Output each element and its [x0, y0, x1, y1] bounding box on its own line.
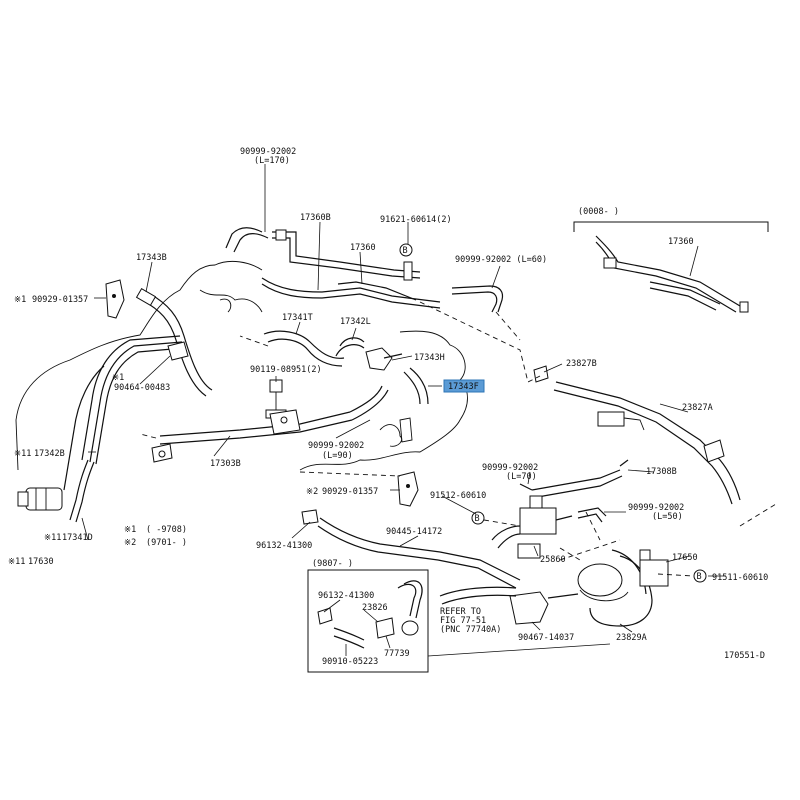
label-asterisk-11-top: ※11	[14, 449, 31, 459]
label-90910-05223[interactable]: 90910-05223	[322, 657, 378, 667]
label-25860[interactable]: 25860	[540, 555, 566, 565]
variant-box-0008	[573, 221, 769, 313]
fitting-17343H[interactable]	[365, 347, 403, 371]
label-91512-60610[interactable]: 91512-60610	[430, 491, 486, 501]
hose-90445-14172[interactable]	[301, 509, 521, 589]
hose-17308B[interactable]	[531, 459, 629, 499]
vsv-25860[interactable]	[491, 495, 573, 559]
hose-90999-92002-L90[interactable]	[349, 385, 389, 421]
label-77739[interactable]: 77739	[384, 649, 410, 659]
clamp-90464-00483[interactable]	[139, 341, 189, 385]
label-17303B[interactable]: 17303B	[210, 459, 241, 469]
pipe-17360B[interactable]	[272, 229, 421, 279]
svg-text:B: B	[403, 246, 408, 256]
label-9807: (9807- )	[312, 559, 353, 569]
label-0008: (0008- )	[578, 207, 619, 217]
label-90999-92002-L70[interactable]: 90999-92002	[482, 463, 538, 473]
label-refer-to: REFER TO	[440, 607, 481, 617]
hose-90999-92002-top[interactable]	[225, 164, 269, 253]
svg-text:B: B	[475, 514, 480, 524]
label-17341D[interactable]: 17341D	[62, 533, 93, 543]
bracket-23827A[interactable]	[597, 411, 645, 431]
connection-lines	[139, 301, 777, 577]
label-L50: (L=50)	[652, 512, 683, 522]
label-asterisk-11-17630: ※11	[8, 557, 25, 567]
label-91621-60614[interactable]: 91621-60614(2)	[380, 215, 452, 225]
label-17360[interactable]: 17360	[350, 243, 376, 253]
label-asterisk-1-mid: ※1	[112, 373, 124, 383]
clip-90929-01357-mid[interactable]	[397, 471, 419, 507]
label-L90: (L=90)	[322, 451, 353, 461]
hose-17342L[interactable]	[335, 337, 365, 357]
label-17342L[interactable]: 17342L	[340, 317, 371, 327]
label-90445-14172[interactable]: 90445-14172	[386, 527, 442, 537]
label-17343B[interactable]: 17343B	[136, 253, 167, 263]
label-91511-60610[interactable]: 91511-60610	[712, 573, 768, 583]
leader-lines	[81, 221, 726, 657]
label-90467-14037[interactable]: 90467-14037	[518, 633, 574, 643]
label-17341T[interactable]: 17341T	[282, 313, 313, 323]
part-labels: 90999-92002 (L=170) 17360B 91621-60614(2…	[8, 147, 768, 667]
hose-23827A[interactable]	[553, 381, 741, 505]
label-90464-00483[interactable]: 90464-00483	[114, 383, 170, 393]
label-23827B[interactable]: 23827B	[566, 359, 597, 369]
vsv-17650[interactable]	[639, 549, 669, 587]
label-refer-pnc: (PNC 77740A)	[440, 625, 501, 635]
label-90999-92002-L60[interactable]: 90999-92002 (L=60)	[455, 255, 547, 265]
hose-90999-92002-L60[interactable]	[451, 285, 504, 313]
label-L170: (L=170)	[254, 156, 290, 166]
note-asterisk-1: ※1	[124, 525, 136, 535]
diagram-code: 170551-D	[724, 651, 765, 661]
variant-box-9807	[307, 569, 429, 673]
clamp-23827B[interactable]	[533, 365, 549, 383]
hose-17343F[interactable]	[403, 367, 429, 405]
label-17342B[interactable]: 17342B	[34, 449, 65, 459]
hose-17341T[interactable]	[263, 330, 345, 367]
label-23829A[interactable]: 23829A	[616, 633, 647, 643]
label-90929-01357-mid[interactable]: 90929-01357	[322, 487, 378, 497]
label-96132-41300-b[interactable]: 96132-41300	[318, 591, 374, 601]
clamp-91511-60610[interactable]: B	[693, 569, 707, 583]
label-17343F[interactable]: 17343F	[448, 382, 479, 392]
note-range-1: ( -9708)	[146, 525, 187, 535]
hose-refer-77740A[interactable]	[439, 586, 517, 605]
label-17360B[interactable]: 17360B	[300, 213, 331, 223]
pipe-17341D[interactable]	[63, 365, 105, 523]
label-L70: (L=70)	[506, 472, 537, 482]
label-17360-box[interactable]: 17360	[668, 237, 694, 247]
pipe-17360[interactable]	[261, 261, 441, 309]
label-asterisk-11-bottom: ※11	[44, 533, 61, 543]
hose-90999-92002-L70[interactable]	[519, 483, 533, 491]
label-90929-01357-top[interactable]: 90929-01357	[32, 295, 88, 305]
hose-17343B[interactable]	[135, 287, 213, 397]
engine-outline	[15, 260, 468, 471]
svg-text:B: B	[697, 572, 702, 582]
label-17650[interactable]: 17650	[672, 553, 698, 563]
note-range-2: (9701- )	[146, 538, 187, 548]
label-refer-fig[interactable]: FIG 77-51	[440, 616, 486, 626]
part-17630[interactable]	[17, 487, 63, 511]
label-90119-08951[interactable]: 90119-08951(2)	[250, 365, 322, 375]
label-23827A[interactable]: 23827A	[682, 403, 713, 413]
label-17343H[interactable]: 17343H	[414, 353, 445, 363]
note-asterisk-2: ※2	[124, 538, 136, 548]
label-17630[interactable]: 17630	[28, 557, 54, 567]
label-17308B[interactable]: 17308B	[646, 467, 677, 477]
highlight-17343F	[443, 379, 485, 393]
label-90999-92002-L90[interactable]: 90999-92002	[308, 441, 364, 451]
clamp-91512-60610[interactable]: B	[471, 511, 485, 525]
label-90999-92002-L50[interactable]: 90999-92002	[628, 503, 684, 513]
label-asterisk-1-top: ※1	[14, 295, 26, 305]
label-23826[interactable]: 23826	[362, 603, 388, 613]
pipe-17342B[interactable]	[81, 335, 185, 465]
label-asterisk-2-mid: ※2	[306, 487, 318, 497]
clamp-91621-60614[interactable]: B	[399, 243, 413, 257]
label-90999-92002-top[interactable]: 90999-92002	[240, 147, 296, 157]
hose-90999-92002-L50[interactable]	[577, 507, 607, 523]
label-96132-41300-a[interactable]: 96132-41300	[256, 541, 312, 551]
bracket-17303B[interactable]	[151, 409, 353, 463]
vsv-90467-14037[interactable]	[509, 591, 579, 625]
clip-90929-01357-top[interactable]	[94, 279, 125, 319]
